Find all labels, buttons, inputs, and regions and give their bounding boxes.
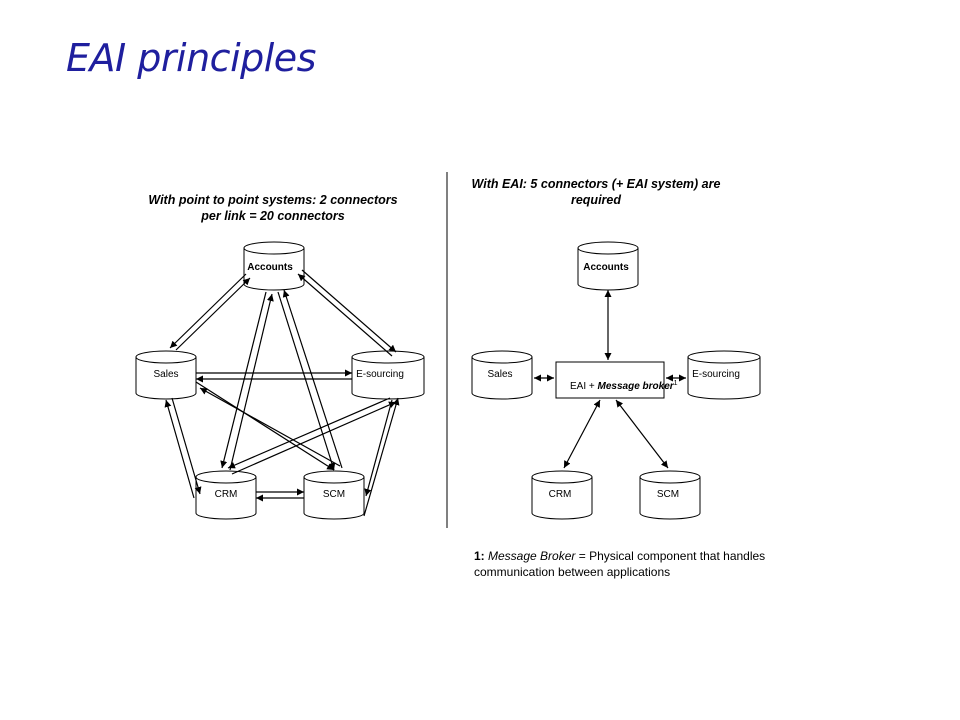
point-to-point-caption: With point to point systems: 2 connector… <box>148 193 398 223</box>
right-node-sales: Sales <box>471 350 533 400</box>
left-node-accounts: Accounts <box>243 241 305 291</box>
left-node-sales-label: Sales <box>153 369 178 380</box>
connector-sales-crm <box>171 397 202 495</box>
connector-scm-esourcing <box>363 397 400 517</box>
connector-crm-esourcing <box>231 401 397 475</box>
left-connectors <box>164 269 400 517</box>
broker-superscript: 1 <box>674 380 678 387</box>
connector-accounts-sales <box>169 273 247 349</box>
right-node-scm-label: SCM <box>657 489 679 500</box>
right-node-accounts: Accounts <box>577 241 639 291</box>
connector-crm-accounts <box>229 293 274 471</box>
footnote-term: Message Broker <box>488 549 576 563</box>
left-node-scm-label: SCM <box>323 489 345 500</box>
footnote-number: 1: <box>474 549 485 563</box>
left-node-crm-label: CRM <box>215 489 238 500</box>
left-node-esourcing: E-sourcing <box>351 350 425 400</box>
connector-scm-sales <box>199 387 341 467</box>
connector-sales-scm <box>195 381 335 471</box>
right-node-sales-label: Sales <box>487 369 512 380</box>
connector-sales-accounts <box>175 277 251 351</box>
connector-accounts-esourcing <box>301 269 397 353</box>
page-title: EAI principles <box>66 36 316 80</box>
left-node-crm: CRM <box>195 470 257 520</box>
right-node-crm-label: CRM <box>549 489 572 500</box>
left-node-sales: Sales <box>135 350 197 400</box>
left-node-accounts-label: Accounts <box>247 262 293 273</box>
broker-prefix: EAI + <box>570 381 598 392</box>
connector-esourcing-scm <box>364 399 393 497</box>
right-node-crm: CRM <box>531 470 593 520</box>
connector-accounts-crm <box>220 291 267 469</box>
message-broker-box: EAI + Message broker1 <box>555 361 678 399</box>
connector-accounts-scm <box>277 291 336 471</box>
connector-esourcing-crm <box>227 397 391 469</box>
connector-broker-scm <box>615 399 669 469</box>
left-node-esourcing-label: E-sourcing <box>356 369 404 380</box>
eai-caption: With EAI: 5 connectors (+ EAI system) ar… <box>471 177 721 207</box>
svg-text:EAI + Message broker1: EAI + Message broker1 <box>570 380 678 392</box>
right-node-scm: SCM <box>639 470 701 520</box>
footnote: 1: Message Broker = Physical component t… <box>474 548 774 580</box>
connector-broker-crm <box>563 399 601 469</box>
right-node-esourcing-label: E-sourcing <box>692 369 740 380</box>
right-connectors <box>534 290 686 469</box>
left-node-scm: SCM <box>303 470 365 520</box>
right-node-accounts-label: Accounts <box>583 262 629 273</box>
footnote-text: = Physical component that handles commun… <box>474 549 766 579</box>
connector-crm-sales <box>164 399 195 499</box>
right-node-esourcing: E-sourcing <box>687 350 761 400</box>
broker-name: Message broker <box>598 381 675 392</box>
connector-esourcing-accounts <box>297 273 393 357</box>
